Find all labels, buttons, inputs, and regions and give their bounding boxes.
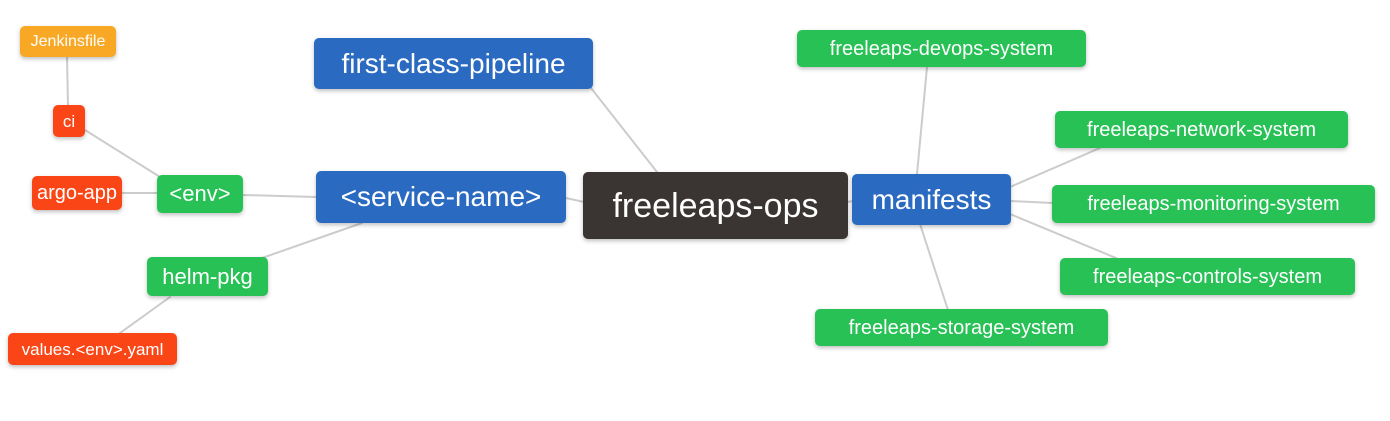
node-freeleaps-storage-system[interactable]: freeleaps-storage-system [815, 309, 1108, 346]
node-freeleaps-ops[interactable]: freeleaps-ops [583, 172, 848, 239]
node-env[interactable]: <env> [157, 175, 243, 213]
edge-helm-pkg-service-name [261, 222, 363, 259]
edge-manifests-devops-system [916, 66, 928, 175]
node-argo-app[interactable]: argo-app [32, 176, 122, 210]
node-ci[interactable]: ci [53, 105, 85, 137]
edge-ci-env [84, 129, 161, 178]
node-first-class-pipeline[interactable]: first-class-pipeline [314, 38, 593, 89]
edge-manifests-monitoring-system [1009, 200, 1054, 204]
edge-values-helm-pkg [119, 296, 171, 334]
node-freeleaps-monitoring-system[interactable]: freeleaps-monitoring-system [1052, 185, 1375, 223]
node-freeleaps-devops-system[interactable]: freeleaps-devops-system [797, 30, 1086, 67]
node-service-name[interactable]: <service-name> [316, 171, 566, 223]
edge-manifests-network-system [1009, 147, 1101, 188]
edge-service-name-freeleaps-ops [565, 197, 585, 203]
edge-manifests-storage-system [919, 223, 949, 311]
node-jenkinsfile[interactable]: Jenkinsfile [20, 26, 116, 57]
edge-env-service-name [242, 194, 317, 198]
node-freeleaps-network-system[interactable]: freeleaps-network-system [1055, 111, 1348, 148]
edge-jenkinsfile-ci [66, 56, 69, 107]
node-values-env-yaml[interactable]: values.<env>.yaml [8, 333, 177, 365]
node-helm-pkg[interactable]: helm-pkg [147, 257, 268, 296]
edge-pipeline-freeleaps-ops [590, 87, 658, 173]
node-freeleaps-controls-system[interactable]: freeleaps-controls-system [1060, 258, 1355, 295]
node-manifests[interactable]: manifests [852, 174, 1011, 225]
